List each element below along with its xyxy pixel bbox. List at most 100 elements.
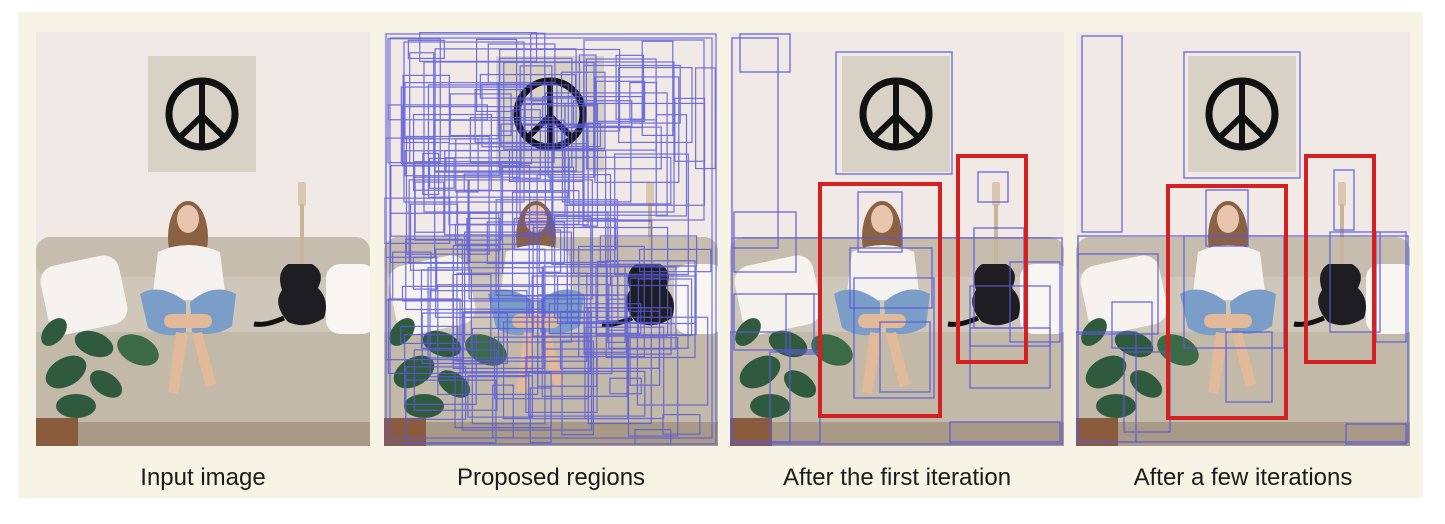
- proposal-box: [538, 229, 562, 273]
- proposal-boxes: [730, 33, 1063, 445]
- proposal-box: [531, 275, 613, 375]
- proposal-box: [464, 231, 572, 343]
- photo-scene: [1076, 32, 1410, 446]
- proposal-box: [435, 248, 546, 318]
- proposal-box: [977, 171, 1009, 203]
- detection-box: [1304, 154, 1376, 364]
- proposal-box: [428, 157, 455, 189]
- proposal-box: [511, 191, 568, 297]
- proposal-box: [1345, 423, 1407, 445]
- proposal-box: [629, 277, 661, 386]
- proposal-box: [731, 237, 1063, 445]
- proposal-box: [733, 293, 815, 351]
- proposal-box: [486, 221, 565, 265]
- proposal-box: [1183, 51, 1301, 179]
- photo-scene: [384, 32, 718, 446]
- proposal-box: [1111, 301, 1153, 349]
- proposal-box: [629, 81, 658, 121]
- proposal-box: [583, 39, 705, 221]
- proposal-box: [594, 76, 680, 183]
- proposal-box: [730, 331, 791, 443]
- proposal-box: [554, 215, 592, 319]
- proposal-box: [583, 307, 672, 355]
- proposal-box: [627, 337, 679, 437]
- proposal-box: [609, 377, 642, 395]
- panel-few-iterations: [1076, 32, 1410, 446]
- detection-box: [818, 182, 942, 418]
- photo-scene: [36, 32, 370, 446]
- proposal-box: [427, 84, 569, 198]
- proposal-box: [1205, 189, 1249, 247]
- proposal-box: [466, 217, 501, 252]
- proposal-box: [405, 379, 497, 444]
- proposal-box: [429, 290, 528, 378]
- proposal-box: [1333, 169, 1355, 231]
- proposal-box: [412, 113, 492, 191]
- caption-first-iteration: After the first iteration: [782, 464, 1012, 491]
- panel-first-iteration: [730, 32, 1064, 446]
- proposal-box: [949, 421, 1061, 443]
- detection-boxes: [1166, 154, 1376, 420]
- proposal-box: [568, 156, 672, 205]
- proposal-box: [408, 179, 469, 264]
- proposal-box: [422, 152, 440, 196]
- proposal-box: [536, 174, 612, 286]
- proposal-box: [544, 92, 668, 216]
- proposal-box: [572, 100, 633, 127]
- caption-proposed-regions: Proposed regions: [456, 464, 646, 491]
- proposal-box: [513, 217, 617, 251]
- proposal-box: [481, 83, 558, 148]
- proposal-box: [419, 32, 538, 62]
- proposal-box: [641, 40, 674, 136]
- proposal-box: [387, 298, 461, 374]
- proposal-box: [853, 277, 935, 399]
- panel-proposed-regions: [384, 32, 718, 446]
- proposal-box: [695, 67, 716, 170]
- proposal-box: [857, 191, 903, 253]
- proposal-box: [449, 93, 512, 137]
- proposal-box: [1076, 331, 1137, 443]
- proposal-box: [733, 211, 797, 273]
- proposal-box: [537, 294, 598, 387]
- proposal-box: [1009, 261, 1061, 343]
- proposal-box: [530, 32, 546, 102]
- detection-boxes: [818, 154, 1028, 418]
- proposal-box: [405, 135, 490, 255]
- proposal-box: [1329, 231, 1381, 333]
- photo-scene: [730, 32, 1064, 446]
- proposal-box: [467, 375, 534, 418]
- detection-box: [956, 154, 1028, 364]
- proposal-box: [409, 203, 459, 271]
- proposal-box: [835, 51, 953, 175]
- proposal-box: [468, 179, 593, 300]
- figure: Input image Proposed regions After the f…: [18, 12, 1423, 498]
- proposal-box: [400, 325, 459, 345]
- proposal-box: [879, 321, 931, 393]
- caption-input-image: Input image: [140, 464, 266, 491]
- proposal-box: [739, 33, 791, 73]
- proposal-box: [731, 37, 779, 249]
- proposal-box: [499, 48, 621, 132]
- proposal-box: [548, 303, 642, 335]
- proposal-boxes: [1076, 35, 1409, 445]
- proposal-box: [401, 285, 545, 302]
- proposal-box: [618, 66, 693, 144]
- proposal-box: [1081, 35, 1123, 233]
- panel-input-image: [36, 32, 370, 446]
- proposal-box: [454, 372, 552, 429]
- proposal-box: [403, 41, 525, 203]
- proposal-box: [404, 82, 499, 140]
- proposal-box: [479, 73, 577, 99]
- proposal-box: [475, 38, 518, 113]
- proposal-box: [402, 74, 450, 144]
- proposal-box: [423, 61, 675, 213]
- proposal-box: [605, 260, 696, 359]
- proposal-box: [1225, 331, 1273, 403]
- proposal-box: [414, 181, 445, 233]
- proposal-box: [528, 370, 646, 417]
- proposal-box: [599, 235, 698, 267]
- proposal-box: [404, 333, 477, 405]
- proposal-box: [452, 244, 500, 365]
- proposal-box: [1077, 253, 1159, 335]
- proposal-box: [502, 321, 629, 420]
